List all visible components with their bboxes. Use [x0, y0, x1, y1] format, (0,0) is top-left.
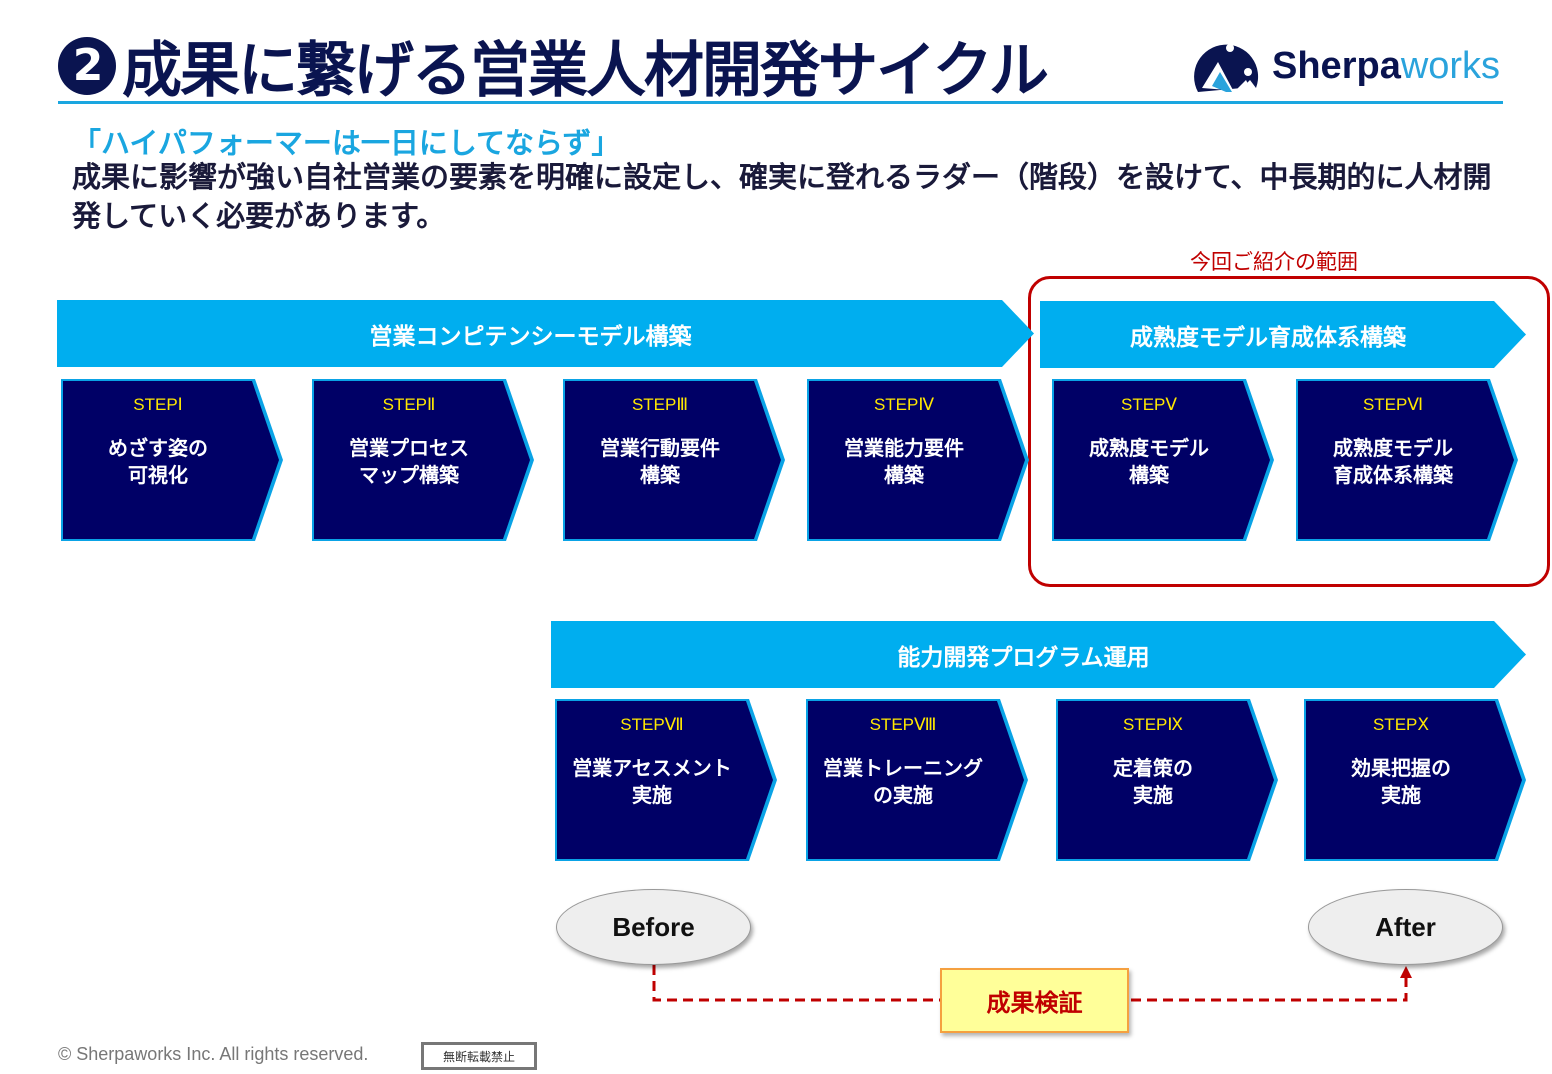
before-ellipse: Before — [556, 889, 751, 965]
step-label: STEPⅠ — [133, 395, 183, 414]
step-7: STEPⅦ 営業アセスメント 実施 — [555, 699, 777, 861]
step-label: STEPⅡ — [382, 395, 436, 414]
step-name: 成熟度モデル 構築 — [1089, 436, 1209, 487]
intro-body: 成果に影響が強い自社営業の要素を明確に設定し、確実に登れるラダー（階段）を設けて… — [72, 160, 1492, 233]
step-label: STEPⅨ — [1123, 715, 1183, 734]
step-8: STEPⅧ 営業トレーニング の実施 — [806, 699, 1028, 861]
logo-text-bold: Sherpa — [1272, 44, 1401, 87]
step-name: 営業行動要件 構築 — [600, 436, 720, 487]
step-9: STEPⅨ 定着策の 実施 — [1056, 699, 1278, 861]
step-5: STEPⅤ 成熟度モデル 構築 — [1052, 379, 1274, 541]
step-3: STEPⅢ 営業行動要件 構築 — [563, 379, 785, 541]
step-name: 定着策の 実施 — [1113, 756, 1193, 807]
step-label: STEPⅤ — [1120, 395, 1178, 414]
step-label: STEPⅢ — [631, 395, 689, 414]
phase-banner-maturity: 成熟度モデル育成体系構築 — [1040, 301, 1526, 368]
step-label: STEPⅩ — [1372, 715, 1430, 734]
mountain-logo-icon — [1194, 44, 1259, 92]
sherpaworks-logo: Sherpaworks — [1190, 36, 1500, 96]
step-label: STEPⅦ — [620, 715, 684, 734]
phase-banner-competency: 営業コンピテンシーモデル構築 — [57, 300, 1034, 367]
step-name: 営業能力要件 構築 — [844, 436, 964, 487]
arrow-head-icon — [1400, 966, 1412, 978]
intro-quote: 「ハイパフォーマーは一日にしてならず」 — [72, 126, 621, 160]
verification-box: 成果検証 — [940, 968, 1129, 1033]
copyright: © Sherpaworks Inc. All rights reserved. — [58, 1044, 369, 1064]
step-number-badge: 2 — [58, 36, 116, 95]
step-name: めざす姿の 可視化 — [108, 436, 208, 487]
title-text: 成果に繋げる営業人材開発サイクル — [122, 36, 1049, 106]
step-label: STEPⅣ — [873, 395, 935, 414]
step-name: 成熟度モデル 育成体系構築 — [1333, 436, 1453, 487]
scope-highlight-box — [1028, 276, 1550, 587]
step-2: STEPⅡ 営業プロセス マップ構築 — [312, 379, 534, 541]
step-1: STEPⅠ めざす姿の 可視化 — [61, 379, 283, 541]
no-reprint-notice: 無断転載禁止 — [421, 1042, 537, 1070]
step-name: 営業プロセス マップ構築 — [349, 436, 469, 487]
step-6: STEPⅥ 成熟度モデル 育成体系構築 — [1296, 379, 1518, 541]
step-name: 営業トレーニング の実施 — [823, 756, 983, 807]
step-4: STEPⅣ 営業能力要件 構築 — [807, 379, 1029, 541]
step-name: 効果把握の 実施 — [1351, 756, 1451, 807]
logo-text-light: works — [1400, 44, 1501, 87]
after-ellipse: After — [1308, 889, 1503, 965]
step-10: STEPⅩ 効果把握の 実施 — [1304, 699, 1526, 861]
step-name: 営業アセスメント 実施 — [572, 756, 732, 807]
phase-banner-program: 能力開発プログラム運用 — [551, 621, 1526, 688]
step-label: STEPⅧ — [869, 715, 937, 734]
scope-label: 今回ご紹介の範囲 — [1190, 250, 1358, 274]
header-divider — [58, 101, 1503, 104]
step-label: STEPⅥ — [1362, 395, 1424, 414]
